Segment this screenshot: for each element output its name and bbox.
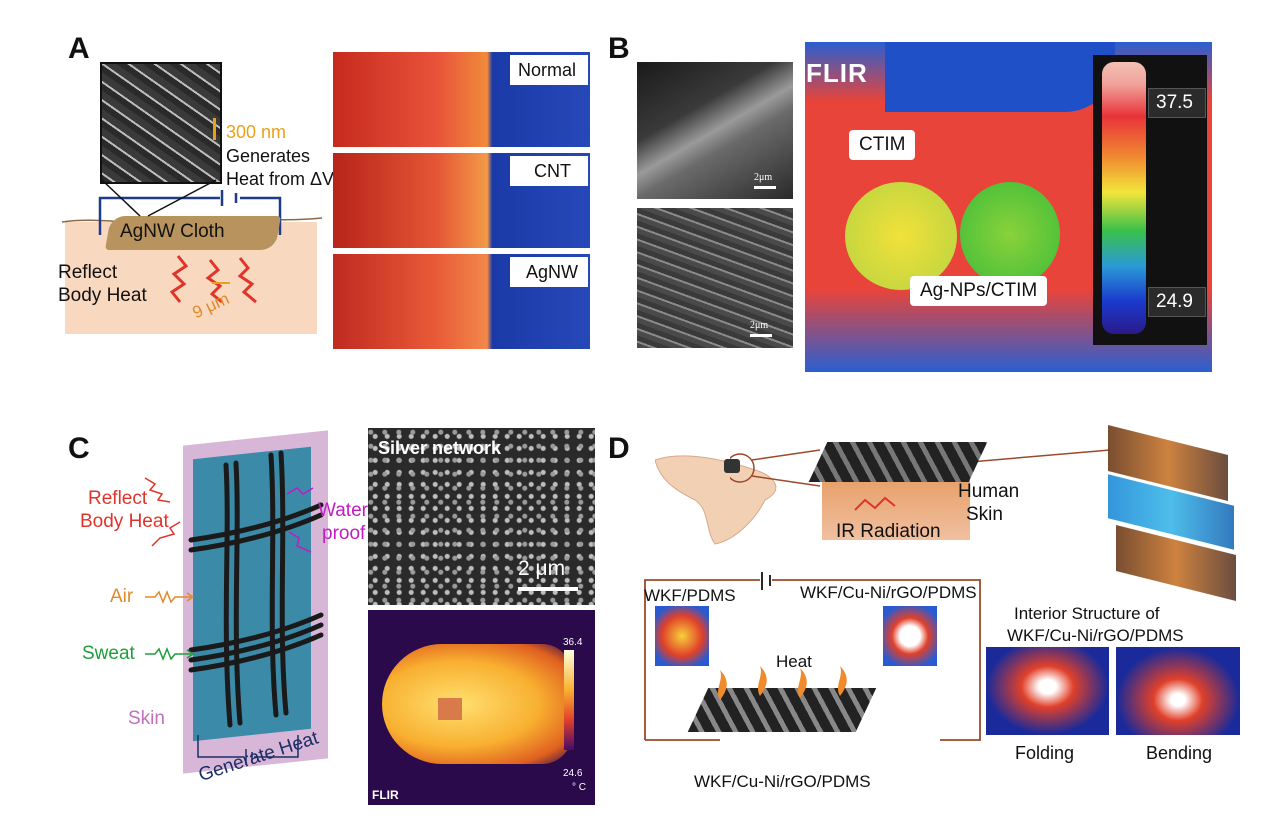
thermal-label-cnt: CNT [510, 156, 588, 186]
air-label: Air [110, 586, 134, 607]
temp-max-box [1148, 88, 1206, 118]
hand-glow [382, 644, 572, 764]
scale-bar-a [213, 118, 216, 140]
generates-label: Generates [226, 146, 311, 166]
water-label: Water [318, 500, 368, 521]
wavelength-marker [212, 282, 230, 284]
bottom-label-d: WKF/Cu-Ni/rGO/PDMS [694, 772, 871, 791]
temp-min-b: 24.9 [1156, 291, 1193, 312]
fabric-patch-c [438, 698, 462, 720]
temp-max-b: 37.5 [1156, 92, 1193, 113]
sweat-label: Sweat [82, 643, 135, 664]
sem-scale-bottom-label: 2μm [750, 320, 769, 331]
thermal-label-agnw: AgNW [510, 257, 588, 287]
scale-bar-c [518, 587, 578, 591]
folding-thermal [986, 647, 1109, 735]
thermal-label-normal: Normal [510, 55, 588, 85]
temp-min-c: 24.6 [563, 768, 583, 779]
wrist-device [724, 459, 740, 473]
panel-letter-c: C [68, 432, 90, 465]
sem-scale-top [754, 186, 776, 189]
proof-label: proof [322, 523, 366, 544]
thermal-blue-region [885, 42, 1115, 112]
fabric-block-d [808, 442, 988, 482]
silver-network-label: Silver network [378, 438, 502, 458]
folding-label: Folding [1015, 743, 1075, 763]
ctim-label: CTIM [849, 130, 916, 160]
agnps-sample [960, 182, 1060, 286]
heat-label-d: Heat [776, 652, 812, 671]
body-heat-label-a: Body Heat [58, 285, 147, 306]
flame-icons [718, 666, 847, 700]
interior-label-2: WKF/Cu-Ni/rGO/PDMS [1007, 626, 1184, 645]
ctim-sample [845, 182, 957, 290]
silver-network-sem [368, 428, 595, 605]
ir-label: IR Radiation [836, 521, 941, 542]
woven-fibers [188, 450, 324, 728]
skin-block-d [822, 480, 970, 540]
sem-scale-bottom [750, 334, 772, 337]
temp-min-box [1148, 287, 1206, 317]
bending-label: Bending [1146, 743, 1213, 763]
reflect-label-c: Reflect [88, 488, 148, 509]
temp-unit-c: ° C [572, 782, 586, 793]
flir-logo-b: FLIR [806, 58, 868, 88]
sem-scale-top-label: 2μm [754, 172, 773, 183]
circuit-d [644, 572, 981, 741]
scale-label-c: 2 μm [518, 557, 566, 580]
sem-inset [100, 62, 222, 184]
panel-letter-d: D [608, 432, 630, 465]
body-heat-label-c: Body Heat [80, 511, 169, 532]
reflect-arrows-c [144, 477, 181, 547]
human-label: Human [958, 481, 1020, 502]
sem-image-bottom [637, 208, 793, 348]
thermal-thumb-right [883, 606, 937, 666]
interior-label-1: Interior Structure of [1014, 604, 1160, 623]
inset-connector [101, 179, 217, 217]
panel-letter-b: B [608, 32, 630, 65]
temp-color-bar [1102, 62, 1146, 334]
ir-arrows [854, 496, 896, 511]
temp-scale-c [564, 650, 574, 750]
water-arrows [286, 487, 314, 553]
generate-heat-circuit [197, 735, 299, 765]
hand-thermal-c [368, 610, 595, 805]
skin-label-d: Skin [966, 504, 1003, 525]
flir-logo-c: FLIR [372, 788, 399, 802]
wkf-cu-label: WKF/Cu-Ni/rGO/PDMS [800, 583, 977, 602]
reflect-label-a: Reflect [58, 262, 118, 283]
sweat-arrow [145, 646, 195, 662]
wkf-pdms-label: WKF/PDMS [644, 586, 736, 605]
circuit-wire [98, 190, 282, 235]
air-arrow [145, 589, 195, 605]
scale-label-a: 300 nm [226, 122, 287, 142]
thermal-thumb-left [655, 606, 709, 666]
heat-from-label: Heat from ΔV [226, 169, 335, 189]
sem-image-top [637, 62, 793, 199]
panel-letter-a: A [68, 32, 90, 65]
cloth-label: AgNW Cloth [120, 221, 225, 242]
temp-max-c: 36.4 [563, 637, 583, 648]
ag-nps-label: Ag-NPs/CTIM [910, 276, 1048, 306]
bending-thermal [1116, 647, 1240, 735]
skin-label-c: Skin [128, 708, 165, 729]
